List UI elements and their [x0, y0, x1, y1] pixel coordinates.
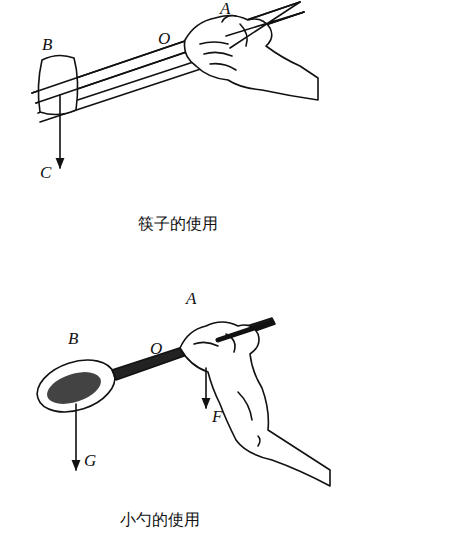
weight-arrow	[75, 404, 77, 470]
point-label: A	[220, 0, 230, 17]
point-label: B	[68, 330, 78, 347]
point-label: O	[150, 340, 162, 357]
force-arrow	[205, 368, 207, 408]
caption: 小勺的使用	[120, 512, 200, 528]
point-label: A	[186, 290, 196, 307]
spoon-handle	[218, 322, 272, 340]
chopstick-top	[226, 2, 304, 48]
point-label: C	[40, 164, 51, 181]
hand	[180, 322, 330, 486]
caption: 筷子的使用	[138, 216, 218, 232]
point-label: G	[84, 452, 96, 469]
point-label: O	[158, 30, 170, 47]
force-arrow	[59, 95, 61, 168]
point-label: F	[212, 408, 222, 425]
point-label: B	[42, 36, 52, 53]
